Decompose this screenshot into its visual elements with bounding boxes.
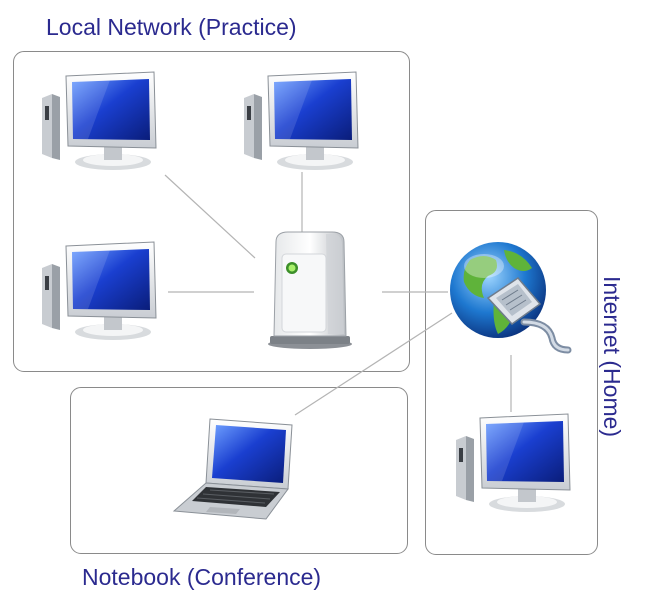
desktop-computer-icon <box>452 412 577 517</box>
desktop-computer-icon <box>38 240 163 345</box>
desktop-computer-icon <box>38 70 163 175</box>
link-laptop-internet <box>294 312 453 416</box>
link-pc1-server <box>164 174 256 259</box>
notebook-label: Notebook (Conference) <box>82 564 322 590</box>
laptop-icon <box>170 415 300 523</box>
globe-network-icon <box>448 238 580 356</box>
desktop-computer-icon <box>240 70 365 175</box>
internet-label: Internet (Home) <box>599 276 625 438</box>
local-network-label: Local Network (Practice) <box>46 14 297 40</box>
server-tower-icon <box>268 228 358 350</box>
